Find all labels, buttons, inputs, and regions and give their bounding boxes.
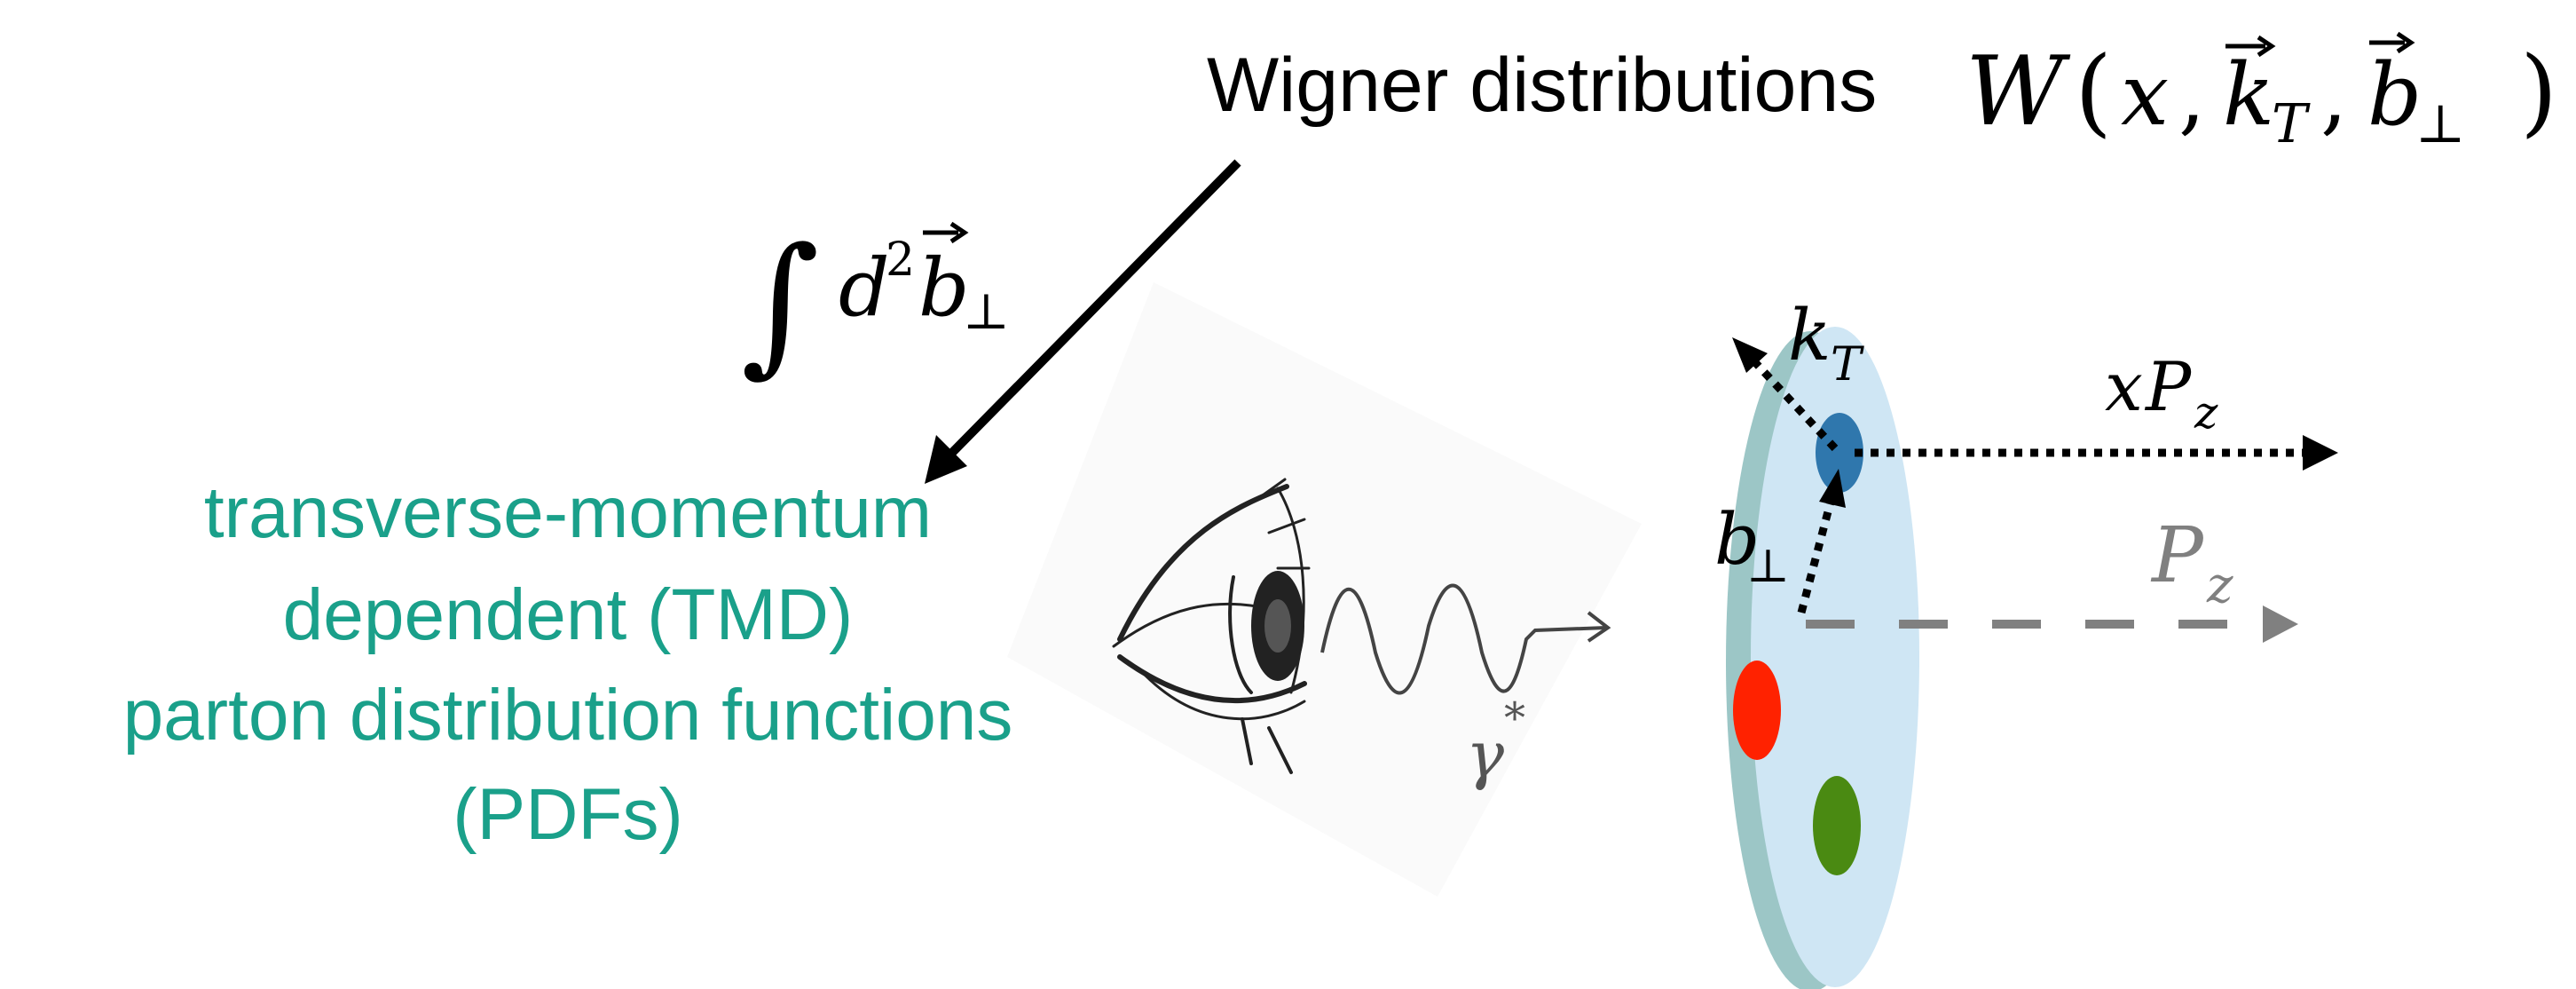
kt-k: k (1788, 294, 1831, 376)
kt-arrow (1732, 337, 1839, 452)
parton-red (1733, 661, 1781, 760)
photon-wave (1320, 583, 1607, 695)
b-perp-b: b (1714, 498, 1760, 581)
wigner-formula: W ( x , k T , b ⊥ ) (1965, 31, 2557, 155)
xpz-p: P (2144, 347, 2193, 426)
integral-b: b (918, 241, 970, 335)
disk-face (1751, 327, 1919, 987)
tmd-line-4: (PDFs) (453, 774, 683, 855)
gamma-label: γ * (1466, 693, 1525, 792)
tmd-label: transverse-momentum dependent (TMD) part… (123, 472, 1013, 855)
b-perp-arrow (1797, 469, 1846, 614)
eye-sketch-background (1007, 282, 1642, 897)
parton-blue (1816, 413, 1863, 493)
pz-symbol: P (2150, 511, 2205, 600)
formula-w: W (1965, 36, 2071, 147)
eye-sketch: γ * (1007, 282, 1642, 897)
formula-b: b (2367, 45, 2422, 145)
xpz-subscript: z (2194, 387, 2218, 439)
formula-k-sub: T (2272, 93, 2311, 155)
wigner-title: Wigner distributions W ( x , k T , b ⊥ ) (1207, 31, 2557, 155)
formula-close-paren: ) (2520, 36, 2557, 147)
integral-b-sub: ⊥ (963, 283, 1010, 341)
formula-b-vector-arrow (2369, 31, 2415, 54)
photon-arrowhead (1587, 611, 1611, 643)
gamma-superscript: * (1504, 693, 1525, 743)
tmd-line-3: parton distribution functions (123, 675, 1013, 756)
parton-green (1813, 776, 1861, 875)
kt-subscript: T (1831, 338, 1864, 392)
formula-x: x (2121, 45, 2169, 145)
xpz-x: x (2105, 347, 2143, 426)
formula-comma-1: , (2178, 45, 2206, 145)
pz-arrow (1806, 605, 2298, 643)
pz-label: P z (2150, 511, 2233, 614)
b-perp-label: b ⊥ (1714, 498, 1790, 593)
tmd-line-2: dependent (TMD) (283, 574, 854, 655)
pz-subscript: z (2206, 557, 2233, 614)
eye-icon (1112, 478, 1311, 774)
wigner-title-text: Wigner distributions (1207, 43, 1877, 128)
kt-label: k T (1788, 294, 1864, 392)
integral-power: 2 (886, 233, 915, 287)
formula-open-paren: ( (2075, 36, 2112, 147)
integral-b-vector-arrow (923, 221, 969, 244)
gamma-symbol: γ (1466, 717, 1505, 792)
eye-pupil (1264, 599, 1291, 653)
formula-comma-2: , (2320, 45, 2348, 145)
integral-sign: ∫ (741, 216, 820, 392)
integral-d: d (839, 241, 890, 335)
formula-k-vector-arrow (2225, 35, 2276, 58)
formula-b-sub: ⊥ (2415, 93, 2465, 155)
xpz-arrow (1855, 435, 2338, 471)
xpz-label: x P z (2105, 347, 2218, 439)
integral-expression: ∫ d 2 b ⊥ (741, 216, 1010, 392)
integration-arrow (925, 159, 1241, 484)
tmd-line-1: transverse-momentum (204, 472, 932, 553)
formula-k: k (2223, 45, 2274, 145)
b-perp-subscript: ⊥ (1746, 540, 1790, 593)
